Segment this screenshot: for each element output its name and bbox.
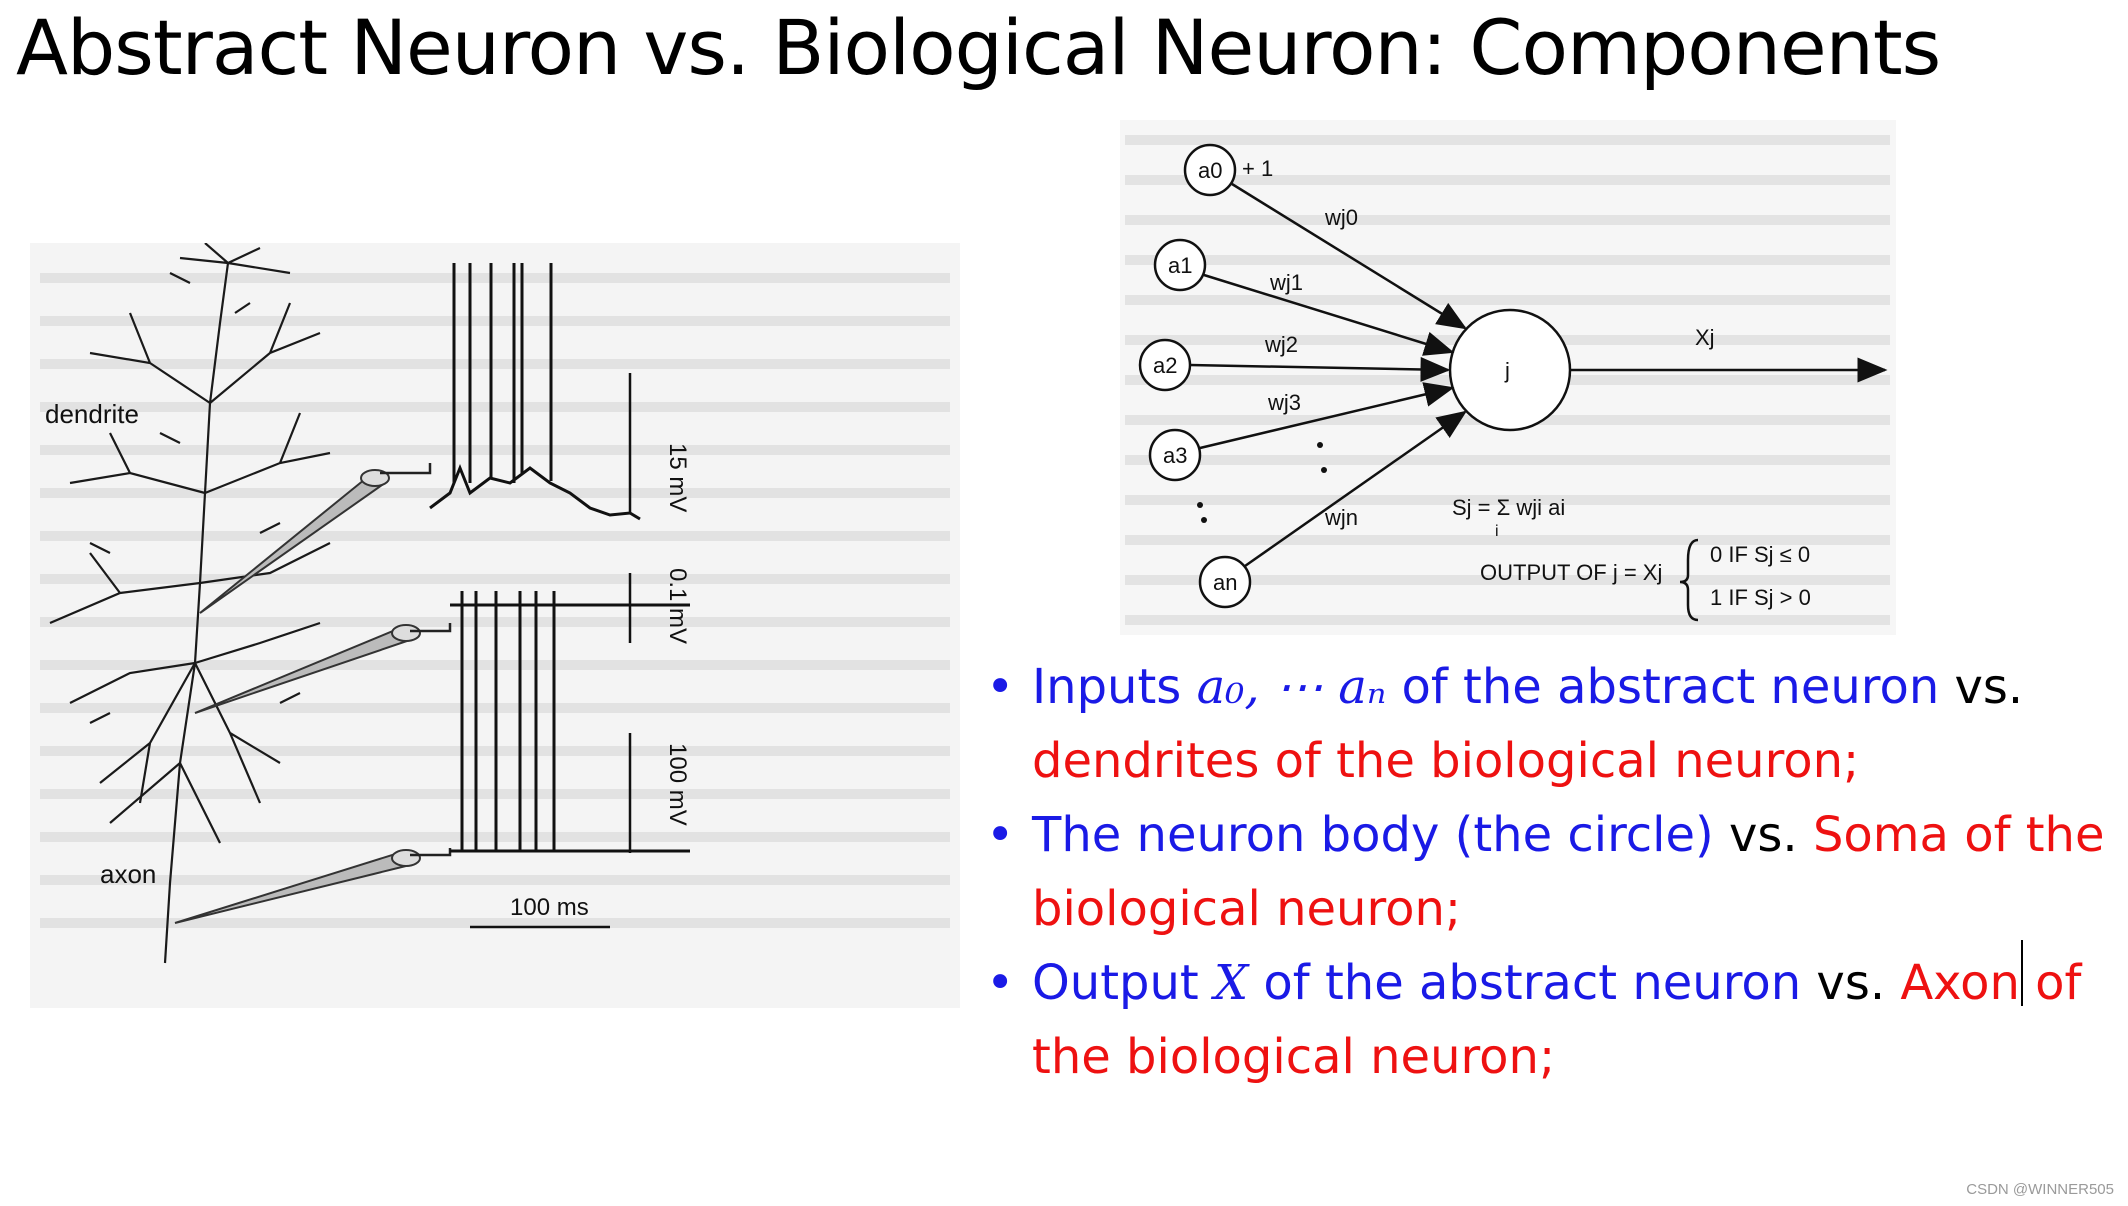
output-rule-zero: 0 IF Sj ≤ 0 xyxy=(1710,542,1810,567)
scale-100mv-label: 100 mV xyxy=(664,743,691,826)
weight-label-wj0: wj0 xyxy=(1324,205,1358,230)
abstract-neuron-figure: a0 a1 a2 a3 an + 1 wj0 wj1 wj2 wj3 wjn j… xyxy=(1120,120,1896,635)
node-label-a2: a2 xyxy=(1153,353,1177,378)
sum-index: i xyxy=(1495,523,1499,540)
bullet-text-blue: Output xyxy=(1032,955,1214,1011)
node-label-a0: a0 xyxy=(1198,158,1222,183)
text-cursor xyxy=(2021,940,2023,1006)
bullet-text-blue: of the abstract neuron xyxy=(1386,659,1940,715)
input-node-a0 xyxy=(1183,143,1237,197)
bullet-marker: • xyxy=(986,807,1015,863)
dendrite-tree xyxy=(49,243,331,964)
math-inputs: a₀, ⋯ aₙ xyxy=(1196,659,1387,715)
neuron-body-circle xyxy=(1448,308,1572,432)
bullet-marker: • xyxy=(986,955,1015,1011)
bullet-inputs: •Inputs a₀, ⋯ aₙ of the abstract neuron … xyxy=(978,650,2108,798)
bullet-text-red: Soma of the biological neuron; xyxy=(1032,807,2105,937)
dendrite-label: dendrite xyxy=(45,399,139,429)
bullet-text-blue: of the abstract neuron xyxy=(1248,955,1802,1011)
scale-bars xyxy=(470,373,632,929)
comparison-bullet-list: •Inputs a₀, ⋯ aₙ of the abstract neuron … xyxy=(978,650,2108,1094)
sum-formula: Sj = Σ wji ai xyxy=(1452,495,1565,520)
bullet-marker: • xyxy=(986,659,1015,715)
biological-neuron-figure: dendrite axon 15 mV 0.1 mV 100 mV 100 ms xyxy=(30,243,960,1008)
scale-100ms-label: 100 ms xyxy=(510,894,589,921)
output-label-xj: Xj xyxy=(1695,325,1715,350)
weight-label-wj3: wj3 xyxy=(1267,390,1301,415)
bullet-text-vs: vs. xyxy=(1939,659,2024,715)
output-rule-prefix: OUTPUT OF j = Xj xyxy=(1480,560,1662,585)
node-label-a1: a1 xyxy=(1168,253,1192,278)
dendrite-trace xyxy=(429,263,641,521)
bullet-text-blue: Inputs xyxy=(1032,659,1197,715)
weight-label-wj2: wj2 xyxy=(1264,332,1298,357)
axon-label: axon xyxy=(100,859,156,889)
scale-01mv-label: 0.1 mV xyxy=(664,568,691,644)
bullet-body: • The neuron body (the circle) vs. Soma o… xyxy=(978,798,2108,946)
bullet-text-blue: The neuron body (the circle) xyxy=(1032,807,1714,863)
axon-trace xyxy=(450,618,690,853)
input-node-an xyxy=(1198,555,1252,609)
input-node-a1 xyxy=(1153,238,1207,292)
bullet-text-red: dendrites of the biological neuron; xyxy=(1032,733,1860,789)
page-title: Abstract Neuron vs. Biological Neuron: C… xyxy=(16,3,1941,92)
watermark: CSDN @WINNER505 xyxy=(1966,1181,2114,1198)
output-rule-one: 1 IF Sj > 0 xyxy=(1710,585,1811,610)
node-label-a3: a3 xyxy=(1163,443,1187,468)
bullet-text-vs: vs. xyxy=(1801,955,1901,1011)
soma-trace xyxy=(450,591,690,619)
weight-label-wj1: wj1 xyxy=(1269,270,1303,295)
math-output: X xyxy=(1214,955,1249,1011)
input-node-a3 xyxy=(1148,428,1202,482)
scale-15mv-label: 15 mV xyxy=(664,443,691,512)
body-label-j: j xyxy=(1504,358,1510,383)
bullet-text-red: Axon of the biological neuron; xyxy=(1032,955,2082,1085)
electrode-pipettes xyxy=(174,469,412,924)
bullet-text-vs: vs. xyxy=(1713,807,1813,863)
node-label-an: an xyxy=(1213,570,1237,595)
weight-label-wjn: wjn xyxy=(1324,505,1358,530)
bullet-output: • Output X of the abstract neuron vs. Axo… xyxy=(978,946,2108,1094)
bias-label: + 1 xyxy=(1242,156,1273,181)
